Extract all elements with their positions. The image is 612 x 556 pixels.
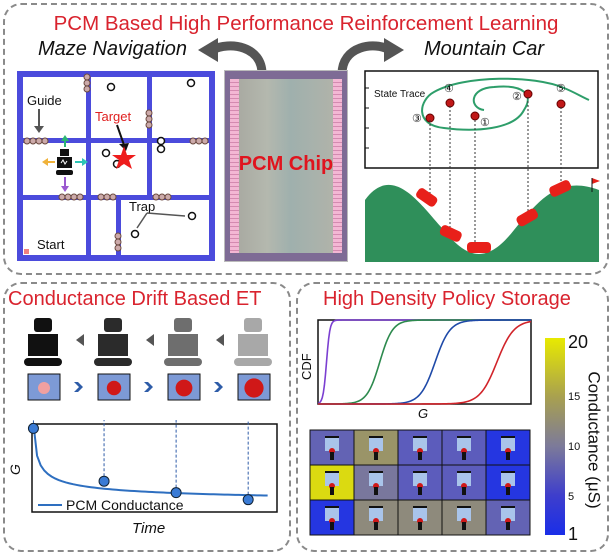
maze-target-label: Target [95, 109, 132, 124]
pcm-device [369, 437, 383, 451]
robot-icon [94, 318, 132, 401]
chip-pads-left [230, 79, 239, 253]
pcm-device [457, 472, 471, 486]
arrow-left-icon [42, 158, 48, 166]
colorbar-label: Conductance (μS) [584, 371, 604, 509]
pcm-device [457, 507, 471, 521]
pcm-device [457, 437, 471, 451]
svg-text:①: ① [480, 117, 490, 129]
svg-text:③: ③ [412, 113, 422, 125]
pcm-device [501, 437, 515, 451]
pcm-device [325, 507, 339, 521]
maze-start-label: Start [37, 237, 65, 252]
bottom-right-panel [296, 282, 609, 552]
chip-pads-right [333, 79, 342, 253]
pcm-chip: PCM Chip [224, 70, 348, 262]
arrow-down-icon [61, 186, 69, 192]
pcm-device [501, 472, 515, 486]
maze-guide-label: Guide [27, 93, 62, 108]
target-star-icon [112, 146, 136, 169]
curved-arrow-left-head [198, 38, 218, 62]
curved-arrow-right-head [384, 38, 404, 62]
svg-text:④: ④ [444, 83, 454, 95]
colorbar [545, 338, 565, 535]
amorphous-region [38, 382, 50, 394]
cdf-chart: CDF G [299, 319, 532, 418]
colorbar-tick: 15 [568, 391, 581, 403]
bottom-left-title: Conductance Drift Based ET [8, 288, 262, 310]
drift-robots [24, 318, 272, 401]
drift-y-label: G [10, 464, 23, 475]
state-trace-label: State Trace [374, 89, 426, 100]
drift-chart-frame [31, 423, 278, 513]
pcm-device [501, 507, 515, 521]
cdf-x-label: G [418, 406, 428, 418]
top-panel [3, 3, 609, 275]
top-panel-title: PCM Based High Performance Reinforcement… [53, 12, 559, 35]
bottom-right-title: High Density Policy Storage [323, 288, 571, 310]
pcm-device [325, 472, 339, 486]
arrow-left-icon [216, 334, 224, 346]
robot-icon [24, 318, 62, 401]
start-marker [24, 249, 29, 254]
amorphous-region [244, 378, 264, 398]
maze-trap-label: Trap [129, 199, 155, 214]
curved-arrows [198, 38, 404, 75]
pcm-device [413, 472, 427, 486]
drift-chart: G Time PCM Conductance [10, 420, 278, 537]
chevron-right-icon [144, 382, 153, 392]
colorbar-tick: 1 [568, 524, 579, 544]
state-trace-plot [364, 70, 599, 169]
colorbar-tick: 20 [568, 332, 589, 352]
pcm-device [413, 507, 427, 521]
colorbar-tick: 10 [568, 441, 581, 453]
state-points [425, 89, 566, 123]
pcm-device [413, 437, 427, 451]
pcm-device [325, 437, 339, 451]
policy-grid [309, 429, 531, 536]
goal-flag-icon [592, 178, 600, 184]
chip-label: PCM Chip [238, 153, 334, 175]
chevron-right-icon [74, 382, 83, 392]
mountain-car-figure: v State Trace ① ② ③ ④ ⑤ [364, 70, 600, 262]
arrow-left-icon [146, 334, 154, 346]
maze: Guide Target Trap Start [17, 71, 215, 261]
cdf-y-label: CDF [299, 353, 314, 380]
data-point [170, 487, 182, 499]
robot-icon [234, 318, 272, 401]
drift-x-label: Time [132, 520, 165, 537]
svg-text:⑤: ⑤ [556, 83, 566, 95]
bottom-left-panel [3, 282, 291, 552]
robot-icon [164, 318, 202, 401]
guide-beads [23, 73, 209, 252]
arrow-up-icon [61, 135, 69, 141]
legend-label: PCM Conductance [66, 497, 184, 513]
robot-icon [56, 149, 73, 175]
pcm-device [369, 472, 383, 486]
chip-die [239, 79, 333, 253]
maze-navigation-subtitle: Maze Navigation [38, 38, 187, 60]
cars [416, 180, 572, 253]
pcm-device [369, 507, 383, 521]
mountain-car-subtitle: Mountain Car [424, 38, 545, 60]
data-point [242, 494, 254, 506]
arrow-left-icon [76, 334, 84, 346]
svg-text:②: ② [512, 91, 522, 103]
conductance-line [32, 423, 268, 497]
chevron-right-icon [214, 382, 223, 392]
state-trace-curve [421, 77, 590, 131]
colorbar-tick: 5 [568, 491, 575, 503]
amorphous-region [175, 379, 193, 397]
cdf-curve-state-4 [318, 320, 532, 405]
hill [365, 184, 599, 262]
arrow-right-icon [82, 158, 88, 166]
data-point [27, 422, 39, 434]
data-point [98, 475, 110, 487]
amorphous-region [106, 380, 122, 396]
